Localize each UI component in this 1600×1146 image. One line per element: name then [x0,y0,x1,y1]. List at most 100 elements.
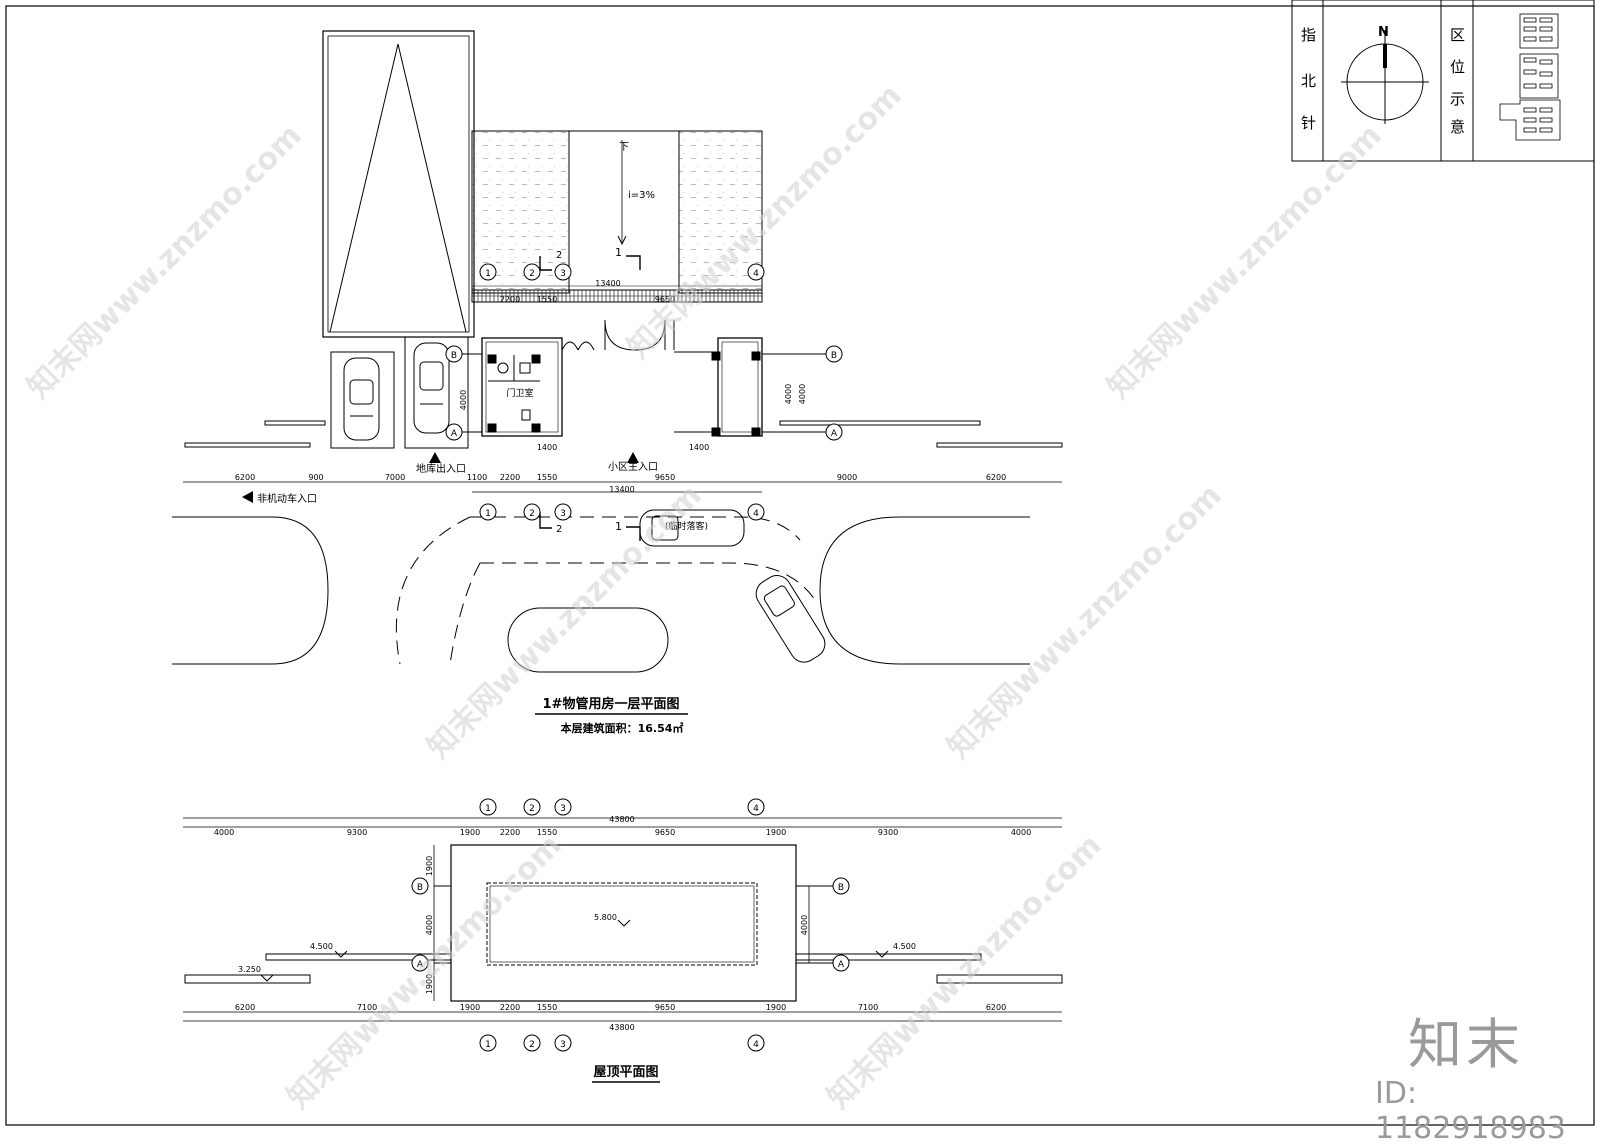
row-label: B [831,351,837,361]
axis-label: 4 [753,269,759,279]
parked-car-icon [413,342,450,434]
parked-car-icon [343,357,380,441]
dim: 9650 [655,1003,675,1012]
dim-total-top: 13400 [595,279,620,288]
location-label-3: 示 [1450,90,1465,108]
dim: 1550 [537,828,557,837]
dim: 1550 [537,1003,557,1012]
axis-label: 3 [560,269,566,279]
location-map-icon [1499,13,1561,141]
axis-label: 1 [485,804,491,814]
axis-label: 2 [529,804,535,814]
axis-label: 4 [753,804,759,814]
plan1-area: 本层建筑面积：16.54㎡ [561,721,684,735]
roof-plan [183,817,1063,1022]
ground-floor-plan [172,30,1063,673]
north-label-1: 指 [1301,26,1316,44]
guard-room-label: 门卫室 [506,387,533,399]
dim: 4000 [800,915,809,935]
plan2-axis-markers [411,798,850,1052]
watermark-text: 知末网www.znzmo.com [821,828,1109,1116]
dim-total: 13400 [609,485,634,494]
dim: 4000 [459,390,468,410]
dim: 1900 [425,974,434,994]
axis-label: 1 [485,509,491,519]
axis-label: 4 [753,1040,759,1050]
dim: 9000 [837,473,857,482]
north-letter: N [1378,25,1389,40]
dim: 1550 [537,295,557,304]
section-mark: 2 [556,250,562,261]
dim: 4000 [1011,828,1031,837]
section-mark: 2 [556,524,562,535]
dim-total: 43800 [609,1023,634,1032]
axis-label: 3 [560,1040,566,1050]
north-arrow-icon: N [1341,25,1429,124]
plan2-title: 屋顶平面图 [593,1065,658,1080]
dim: 9300 [878,828,898,837]
dim: 1900 [460,1003,480,1012]
north-label-3: 针 [1301,114,1316,132]
watermark-text: 知末网www.znzmo.com [621,78,909,366]
dim: 4000 [784,384,793,404]
row-label: B [417,883,423,893]
dim: 4000 [214,828,234,837]
watermark-text: 知末网www.znzmo.com [941,478,1229,766]
slope-label: i=3% [628,190,655,201]
bike-entry-label: 非机动车入口 [257,492,317,505]
section-mark: 1 [615,520,622,533]
row-label: B [838,883,844,893]
axis-label: 1 [485,1040,491,1050]
dim: 1100 [467,473,487,482]
axis-label: 2 [529,269,535,279]
dim: 4000 [798,384,807,404]
dim: 1900 [425,856,434,876]
axis-label: 4 [753,509,759,519]
asset-id: ID: 1182918983 [1375,1076,1566,1146]
dim: 1400 [537,443,557,452]
dim: 2200 [500,828,520,837]
dim-total: 43800 [609,815,634,824]
down-label: 下 [619,142,629,153]
dim: 1400 [689,443,709,452]
axis-label: 3 [560,509,566,519]
plan1-title: 1#物管用房一层平面图 [543,696,680,712]
dim: 1900 [766,828,786,837]
drawing-frame [5,5,1595,1126]
dim: 6200 [986,1003,1006,1012]
dim: 6200 [986,473,1006,482]
elevation-label: 4.500 [310,942,333,951]
row-label: A [451,429,458,439]
section-mark: 1 [615,246,622,259]
dim: 9650 [655,828,675,837]
north-label-2: 北 [1301,72,1316,90]
dim: 2200 [500,473,520,482]
axis-label: 2 [529,1040,535,1050]
entry-arrow-icon [242,452,639,503]
location-label-4: 意 [1450,118,1465,136]
moving-car-icon [755,575,826,663]
dim: 7100 [858,1003,878,1012]
dim: 7000 [385,473,405,482]
elevation-label: 5.800 [594,913,617,922]
brand-logo: 知末 [1408,1013,1524,1076]
dim: 6200 [235,1003,255,1012]
dim: 2200 [500,295,520,304]
watermark-text: 知末网www.znzmo.com [21,118,309,406]
row-label: A [838,960,845,970]
row-label: B [451,351,457,361]
dim: 1900 [766,1003,786,1012]
dim: 4000 [425,915,434,935]
dim: 6200 [235,473,255,482]
plan1-axis-markers [445,263,843,521]
dim: 900 [308,473,323,482]
row-label: A [417,960,424,970]
elevation-label: 4.500 [893,942,916,951]
legend-box: 指 北 针 N 区 位 示 意 [1291,0,1595,162]
location-label-2: 位 [1450,58,1465,76]
dim: 1900 [460,828,480,837]
dim: 2200 [500,1003,520,1012]
axis-label: 1 [485,269,491,279]
watermark-text: 知末网www.znzmo.com [1101,118,1389,406]
